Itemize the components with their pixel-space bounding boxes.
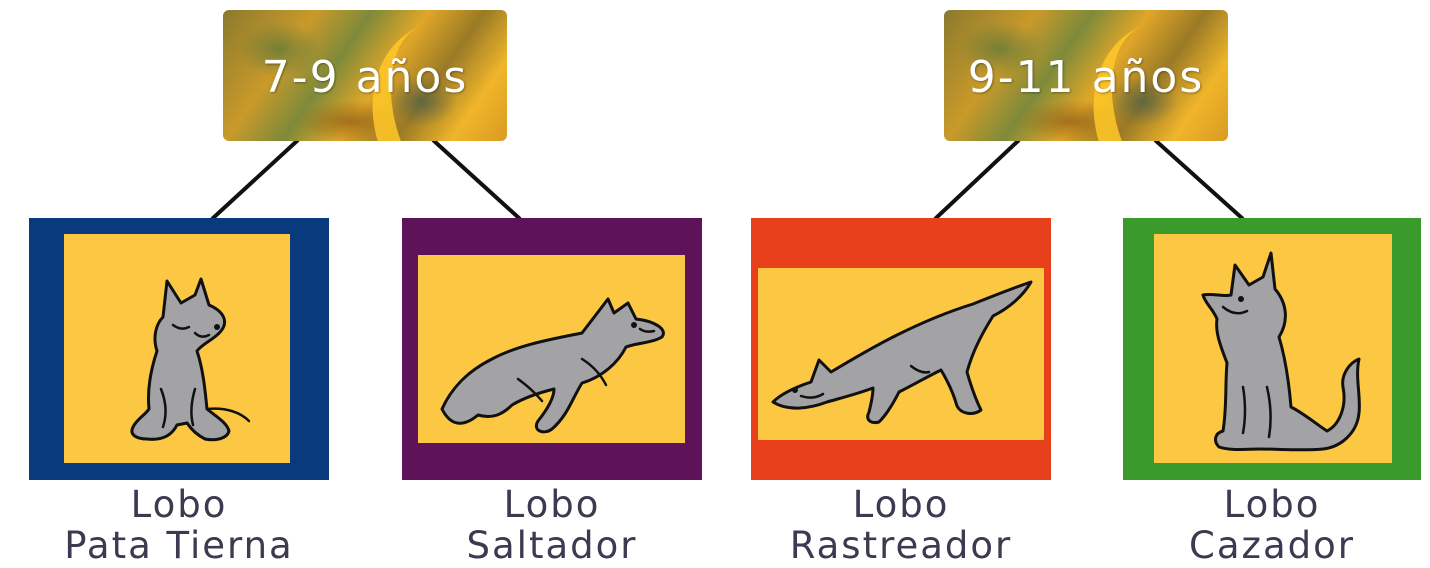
card-title-line: Rastreador (789, 524, 1013, 567)
card-title-cazador: Lobo Cazador (1123, 484, 1421, 566)
howling-wolf-icon (1201, 251, 1361, 451)
card-lobo-pata-tierna (29, 218, 329, 480)
sitting-wolf-icon (130, 277, 251, 441)
leaping-wolf-icon (440, 297, 665, 434)
card-lobo-cazador (1123, 218, 1421, 480)
card-title-line: Lobo (1223, 483, 1321, 526)
card-title-pata-tierna: Lobo Pata Tierna (29, 484, 329, 566)
card-title-line: Cazador (1189, 524, 1355, 567)
connector-line (431, 138, 522, 221)
card-title-line: Lobo (130, 483, 228, 526)
card-lobo-rastreador (751, 218, 1051, 480)
card-title-rastreador: Lobo Rastreador (751, 484, 1051, 566)
age-group-box-9-11: 9-11 años (944, 10, 1228, 141)
card-title-line: Lobo (852, 483, 950, 526)
connector-line (210, 138, 300, 221)
connector-line (1153, 138, 1245, 221)
card-title-line: Saltador (466, 524, 638, 567)
card-lobo-saltador (402, 218, 702, 480)
age-group-label: 9-11 años (967, 52, 1205, 103)
connector-line (933, 138, 1021, 221)
card-title-saltador: Lobo Saltador (402, 484, 702, 566)
card-title-line: Lobo (503, 483, 601, 526)
age-group-label: 7-9 años (261, 52, 469, 103)
age-group-box-7-9: 7-9 años (223, 10, 507, 141)
card-title-line: Pata Tierna (64, 524, 294, 567)
tracking-wolf-icon (771, 280, 1033, 424)
